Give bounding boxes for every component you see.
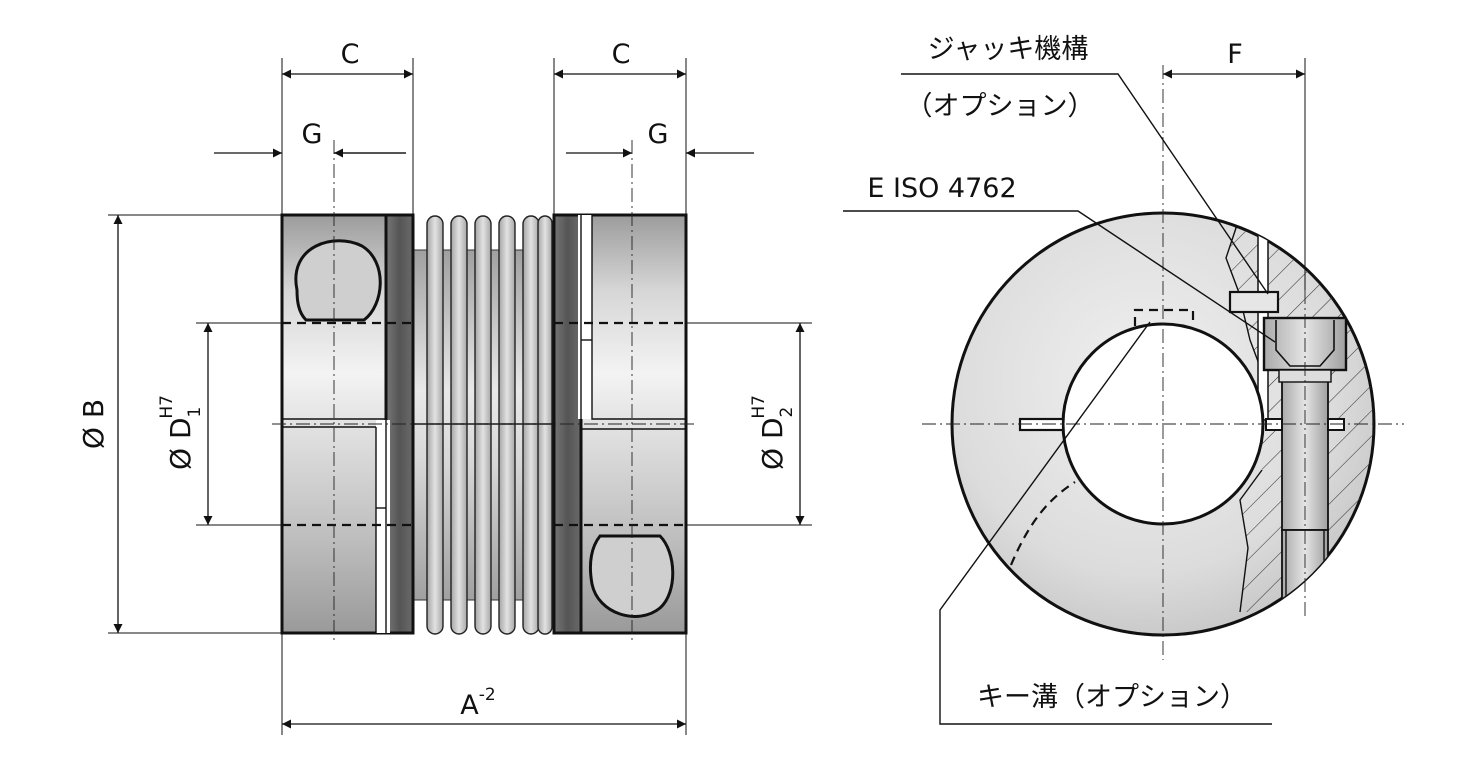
label-diam-d2-base: Ø D xyxy=(756,418,789,471)
label-diam-d2: Ø D2 H7 xyxy=(749,395,797,470)
label-c-left: C xyxy=(341,39,360,70)
leader-keyway xyxy=(939,321,1272,725)
label-diam-d1-sup: H7 xyxy=(157,395,177,419)
label-c-right: C xyxy=(612,39,631,70)
label-diam-d1: Ø D1 H7 xyxy=(157,395,205,470)
label-g-right: G xyxy=(648,119,669,150)
label-diam-d1-base: Ø D xyxy=(164,418,197,471)
label-a: A-2 xyxy=(460,685,495,721)
label-a-sup: -2 xyxy=(479,685,496,705)
side-view: C C G G Ø B Ø D1H7 Ø D2H7 A-2 xyxy=(77,39,812,735)
bellows xyxy=(411,215,555,635)
bellows-fins xyxy=(426,215,553,635)
label-diam-d1-sub: 1 xyxy=(185,407,205,418)
label-keyway: キー溝（オプション） xyxy=(977,682,1247,713)
label-diam-d2-sub: 2 xyxy=(777,407,797,418)
label-f: F xyxy=(1227,39,1243,70)
label-a-base: A xyxy=(460,690,479,721)
label-diam-b: Ø B xyxy=(77,399,110,449)
keyway-hidden xyxy=(1133,308,1195,326)
label-g-left: G xyxy=(302,119,323,150)
label-jack-mechanism: ジャッキ機構 xyxy=(928,34,1089,65)
leader-screw xyxy=(843,210,1276,343)
label-screw: E ISO 4762 xyxy=(867,173,1016,204)
label-diam-d2-sup: H7 xyxy=(749,395,769,419)
label-jack-option: （オプション） xyxy=(906,91,1095,122)
left-clamp-screw-hole xyxy=(294,239,382,322)
leader-jack xyxy=(901,73,1269,295)
front-view: F ジャッキ機構 （オプション） E ISO 4762 キー溝（オプション） xyxy=(843,34,1404,725)
